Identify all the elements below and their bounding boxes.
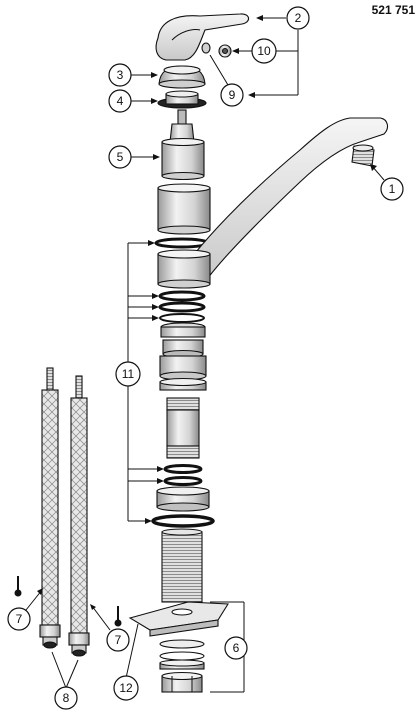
svg-text:2: 2 (295, 11, 302, 25)
swivel-spout (157, 117, 389, 289)
callout-7-right: 7 (106, 628, 130, 652)
svg-text:10: 10 (257, 44, 271, 58)
threaded-insert (166, 397, 200, 459)
svg-text:11: 11 (122, 367, 135, 381)
svg-text:8: 8 (63, 691, 70, 705)
callout-11: 11 (115, 361, 141, 387)
dome-cap (158, 65, 206, 89)
callout-7-left: 7 (7, 607, 31, 631)
callout-8: 8 (54, 686, 78, 710)
callout-4: 4 (108, 89, 132, 113)
o-ring-5 (163, 464, 203, 474)
callout-9: 9 (220, 83, 244, 107)
svg-text:6: 6 (233, 641, 240, 655)
leader-lines (25, 15, 385, 693)
document-number: 521 751 (371, 3, 415, 17)
temperature-icon-left (14, 576, 22, 597)
svg-text:7: 7 (16, 612, 23, 626)
diverter-body (159, 322, 207, 381)
set-screw (218, 44, 232, 58)
flex-hose-right (68, 375, 90, 657)
mounting-plate (128, 601, 229, 637)
retaining-nut (157, 90, 207, 109)
callout-1: 1 (380, 177, 404, 201)
o-ring-1 (154, 237, 210, 249)
callout-2: 2 (286, 6, 310, 30)
svg-text:9: 9 (229, 88, 236, 102)
washer (159, 377, 207, 391)
lower-collar (156, 486, 210, 512)
temperature-icon-right (114, 606, 122, 627)
callout-12: 12 (113, 675, 139, 701)
mounting-shank (161, 528, 203, 603)
o-ring-6 (163, 476, 203, 486)
lock-nut (161, 671, 203, 693)
callout-6: 6 (224, 636, 248, 660)
lower-washers (159, 639, 205, 670)
callout-3: 3 (108, 63, 132, 87)
handle-lever (155, 13, 250, 61)
callout-10: 10 (251, 38, 277, 64)
svg-text:1: 1 (389, 182, 396, 196)
o-ring-3 (158, 301, 206, 313)
base-o-ring (151, 514, 215, 528)
aerator (351, 144, 375, 167)
plug-cap (201, 42, 211, 54)
svg-text:5: 5 (117, 150, 124, 164)
flex-hose-left (39, 367, 61, 649)
callout-5: 5 (108, 145, 132, 169)
o-ring-2 (158, 290, 206, 302)
svg-text:12: 12 (119, 681, 133, 695)
svg-text:3: 3 (117, 68, 124, 82)
upper-sleeve (157, 183, 211, 235)
cartridge (161, 109, 205, 181)
o-ring-4 (159, 313, 205, 323)
svg-text:4: 4 (117, 94, 124, 108)
svg-text:7: 7 (115, 633, 122, 647)
